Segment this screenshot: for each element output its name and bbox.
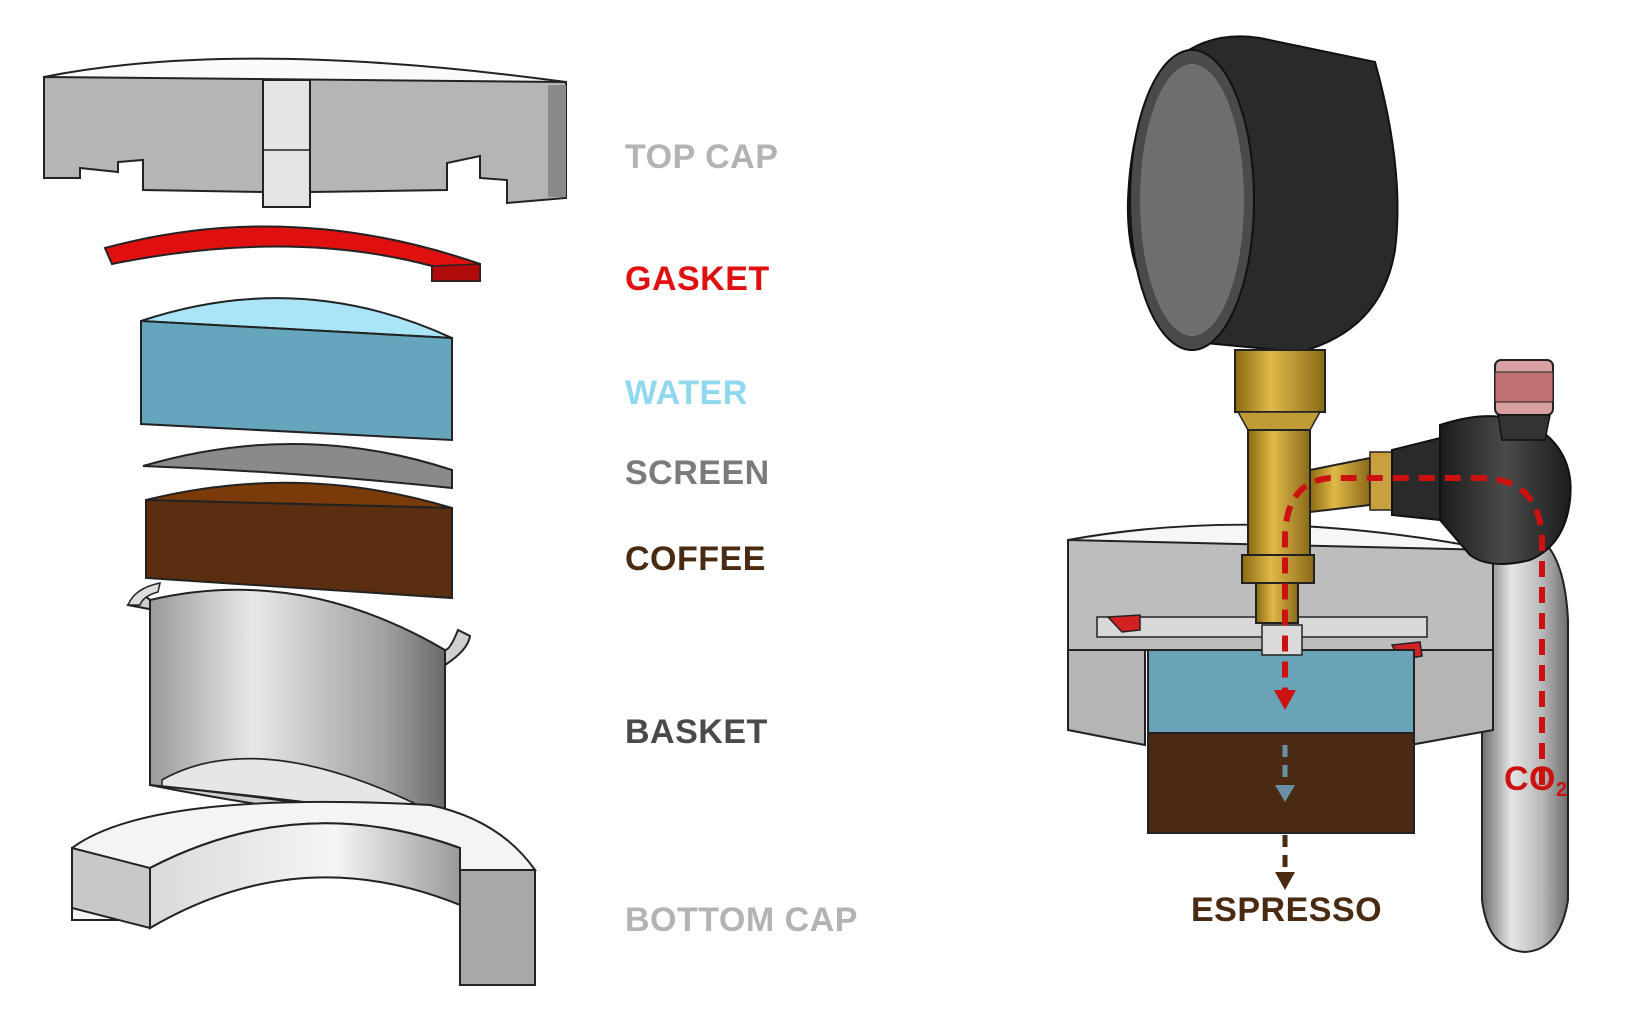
label-co2-main: CO [1504,760,1556,798]
water-part [140,297,453,442]
bottom-cap-part [71,800,537,986]
brass-tee-fitting [1234,349,1393,624]
label-basket: BASKET [625,713,768,751]
label-gasket: GASKET [625,260,770,298]
label-top-cap: TOP CAP [625,138,779,176]
screen-part [142,443,453,490]
pressure-gauge [1126,35,1399,354]
basket-part [126,582,472,828]
brew-chamber [1147,624,1415,834]
gasket-part [103,225,481,282]
water-flow-arrow [1275,745,1295,802]
label-bottom-cap: BOTTOM CAP [625,901,858,939]
label-screen: SCREEN [625,454,770,492]
co2-valve [1391,359,1572,565]
coffee-part [145,481,453,600]
label-espresso: ESPRESSO [1191,891,1383,929]
label-co2: CO2 [1504,762,1568,800]
label-co2-subscript: 2 [1556,779,1568,801]
label-coffee: COFFEE [625,540,766,578]
espresso-flow-arrow [1275,835,1295,890]
top-cap-part [43,57,567,208]
label-water: WATER [625,374,748,412]
co2-cylinder [1480,534,1569,954]
co2-flow-path [1274,475,1545,785]
